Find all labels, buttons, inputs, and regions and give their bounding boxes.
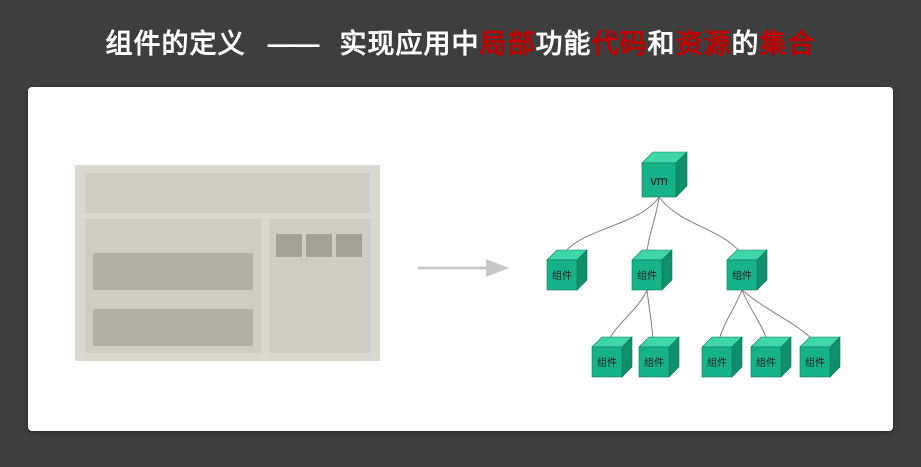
title-segment-highlight: 局部 (479, 29, 536, 59)
cube-front-face (641, 162, 677, 198)
tree-connector (741, 289, 768, 341)
tree-node-label: 组件 (805, 356, 825, 369)
tree-node-component: 组件 (638, 336, 680, 378)
wireframe-sidebar (269, 219, 371, 353)
title-segment: 实现应用中 (339, 29, 480, 59)
tree-node-component: 组件 (750, 336, 792, 378)
tree-connector (658, 196, 741, 253)
title-dash: —— (267, 29, 320, 59)
tree-node-vm: vm (641, 151, 688, 198)
tree-connector (646, 289, 654, 341)
tree-connector (564, 196, 660, 253)
right-arrow-icon (418, 259, 509, 277)
tree-node-component: 组件 (631, 249, 673, 291)
wireframe-content-bar (93, 309, 253, 346)
tree-connector (646, 196, 660, 253)
cube-front-face (631, 259, 663, 291)
cube-front-face (701, 346, 733, 378)
cube-front-face (799, 346, 831, 378)
cube-front-face (638, 346, 670, 378)
cube-front-face (546, 259, 578, 291)
wireframe-square (306, 234, 332, 257)
wireframe-square (336, 234, 362, 257)
tree-connector (718, 289, 743, 341)
tree-node-label: 组件 (732, 269, 752, 282)
slide-title: 组件的定义 —— 实现应用中局部功能代码和资源的集合 (0, 22, 921, 61)
title-segment-highlight: 代码 (591, 29, 648, 59)
title-segment: 的 (731, 29, 760, 59)
tree-node-component: 组件 (799, 336, 841, 378)
tree-node-label: 组件 (597, 356, 617, 369)
cube-front-face (591, 346, 623, 378)
title-segment: 功能 (535, 29, 592, 59)
tree-node-label: 组件 (552, 269, 572, 282)
webpage-wireframe (75, 165, 380, 361)
wireframe-content-bar (93, 253, 253, 290)
component-tree: vm 组件 组件 组件 (546, 151, 841, 378)
tree-node-label: 组件 (644, 356, 664, 369)
tree-node-label: 组件 (756, 356, 776, 369)
arrow-head (486, 259, 509, 277)
tree-node-label: vm (650, 173, 667, 188)
content-panel: vm 组件 组件 组件 (28, 87, 893, 431)
tree-connector (608, 289, 648, 341)
tree-node-component: 组件 (726, 249, 768, 291)
wireframe-header-bar (85, 173, 370, 213)
title-segment-highlight: 集合 (759, 29, 816, 59)
tree-node-component: 组件 (546, 249, 588, 291)
cube-front-face (726, 259, 758, 291)
wireframe-main-area (85, 219, 261, 353)
tree-node-component: 组件 (591, 336, 633, 378)
title-heading: 组件的定义 (105, 29, 246, 59)
tree-node-label: 组件 (637, 269, 657, 282)
tree-connector (741, 289, 814, 341)
title-segment: 和 (647, 29, 676, 59)
cube-front-face (750, 346, 782, 378)
tree-node-label: 组件 (707, 356, 727, 369)
wireframe-square (276, 234, 302, 257)
tree-node-component: 组件 (701, 336, 743, 378)
title-segment-highlight: 资源 (675, 29, 732, 59)
